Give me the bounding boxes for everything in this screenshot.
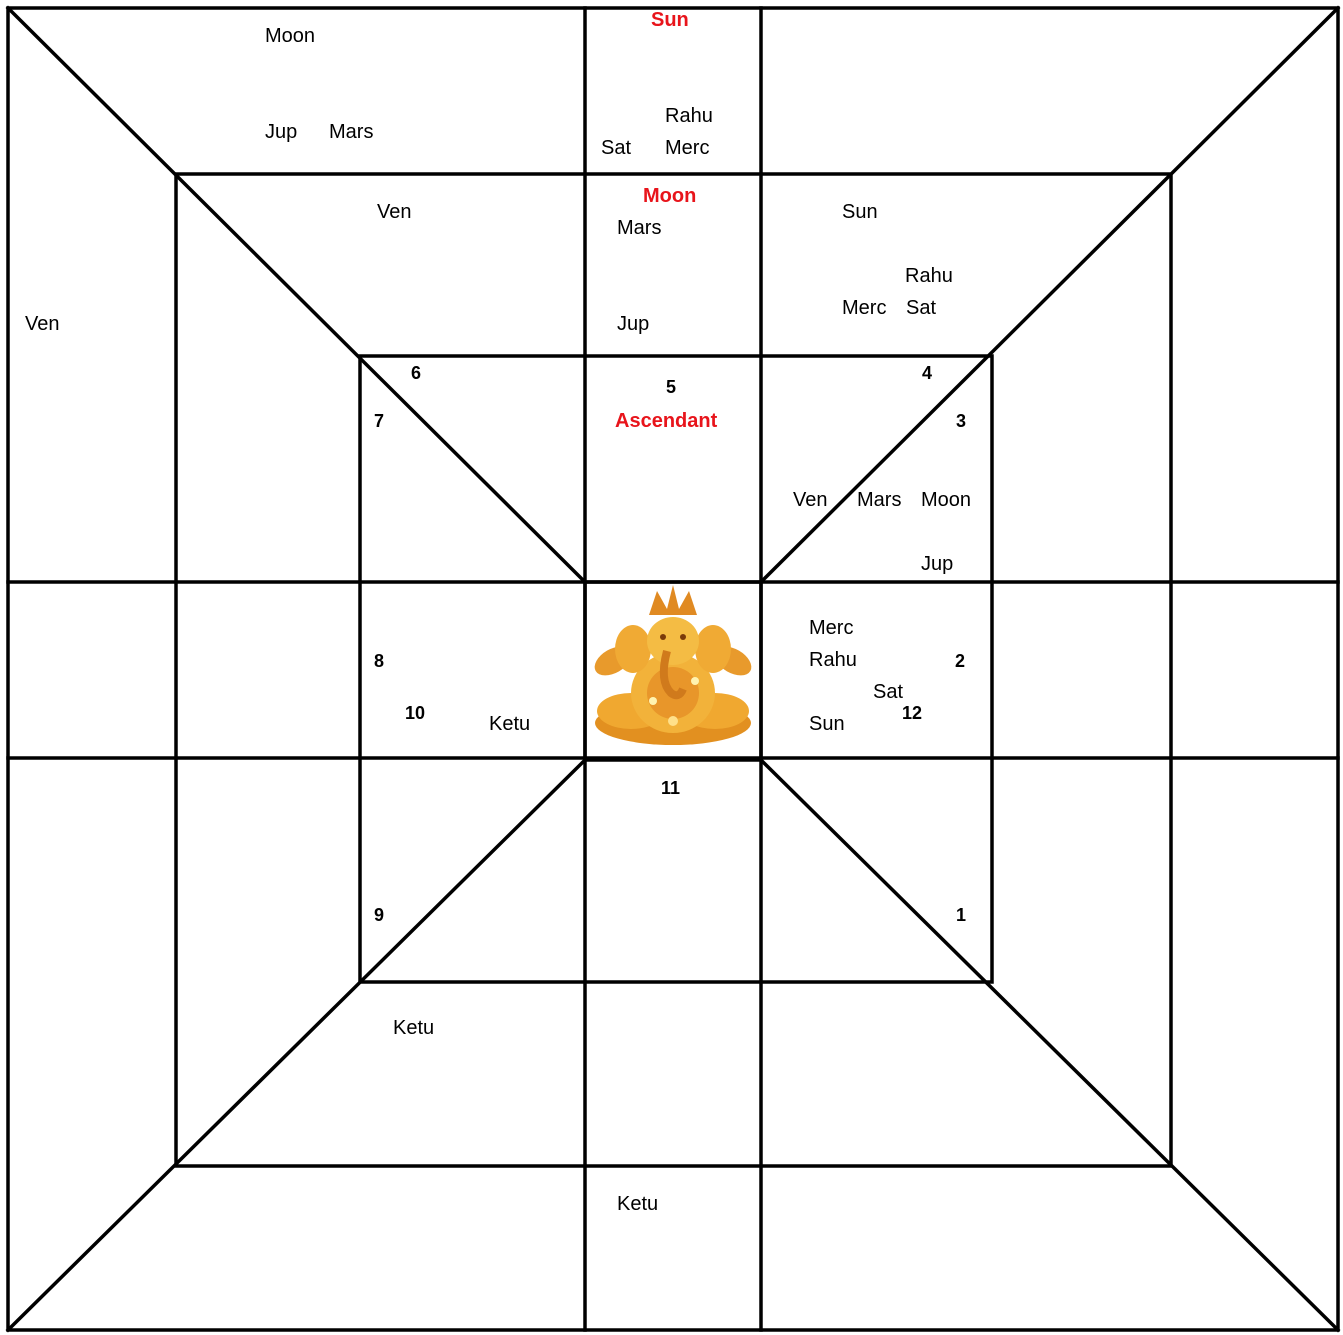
mid-ketu: Ketu <box>393 1017 434 1039</box>
planet-mars-h3: Mars <box>857 489 901 511</box>
mid-ven: Ven <box>377 201 411 223</box>
outer-ven: Ven <box>25 313 59 335</box>
mid-jup: Jup <box>617 313 649 335</box>
house-number-6: 6 <box>411 363 421 383</box>
house-number-3: 3 <box>956 411 966 431</box>
mid-moon: Moon <box>643 185 696 207</box>
mid-sun: Sun <box>842 201 878 223</box>
house-number-5: 5 <box>666 377 676 397</box>
house-number-2: 2 <box>955 651 965 671</box>
outer-sat: Sat <box>601 137 631 159</box>
house-number-7: 7 <box>374 411 384 431</box>
planet-moon-h3: Moon <box>921 489 971 511</box>
outer-moon: Moon <box>265 25 315 47</box>
mid-merc: Merc <box>842 297 886 319</box>
outer-mars: Mars <box>329 121 373 143</box>
house-number-10: 10 <box>405 703 425 723</box>
mid-mars: Mars <box>617 217 661 239</box>
planet-sat-h2: Sat <box>873 681 903 703</box>
mid-rahu: Rahu <box>905 265 953 287</box>
planet-sun-h2: Sun <box>809 713 845 735</box>
outer-merc: Merc <box>665 137 709 159</box>
planet-ven-h3: Ven <box>793 489 827 511</box>
planet-ketu-h8: Ketu <box>489 713 530 735</box>
ascendant-label: Ascendant <box>615 410 718 432</box>
outer-jup: Jup <box>265 121 297 143</box>
house-number-1: 1 <box>956 905 966 925</box>
outer-rahu: Rahu <box>665 105 713 127</box>
house-number-8: 8 <box>374 651 384 671</box>
house-number-9: 9 <box>374 905 384 925</box>
outer-sun: Sun <box>651 9 689 31</box>
house-number-12: 12 <box>902 703 922 723</box>
planet-merc-h2: Merc <box>809 617 853 639</box>
planet-rahu-h2: Rahu <box>809 649 857 671</box>
house-number-4: 4 <box>922 363 932 383</box>
house-number-11: 11 <box>661 778 680 798</box>
mid-sat: Sat <box>906 297 936 319</box>
outer-ketu: Ketu <box>617 1193 658 1215</box>
planet-jup-h3: Jup <box>921 553 953 575</box>
